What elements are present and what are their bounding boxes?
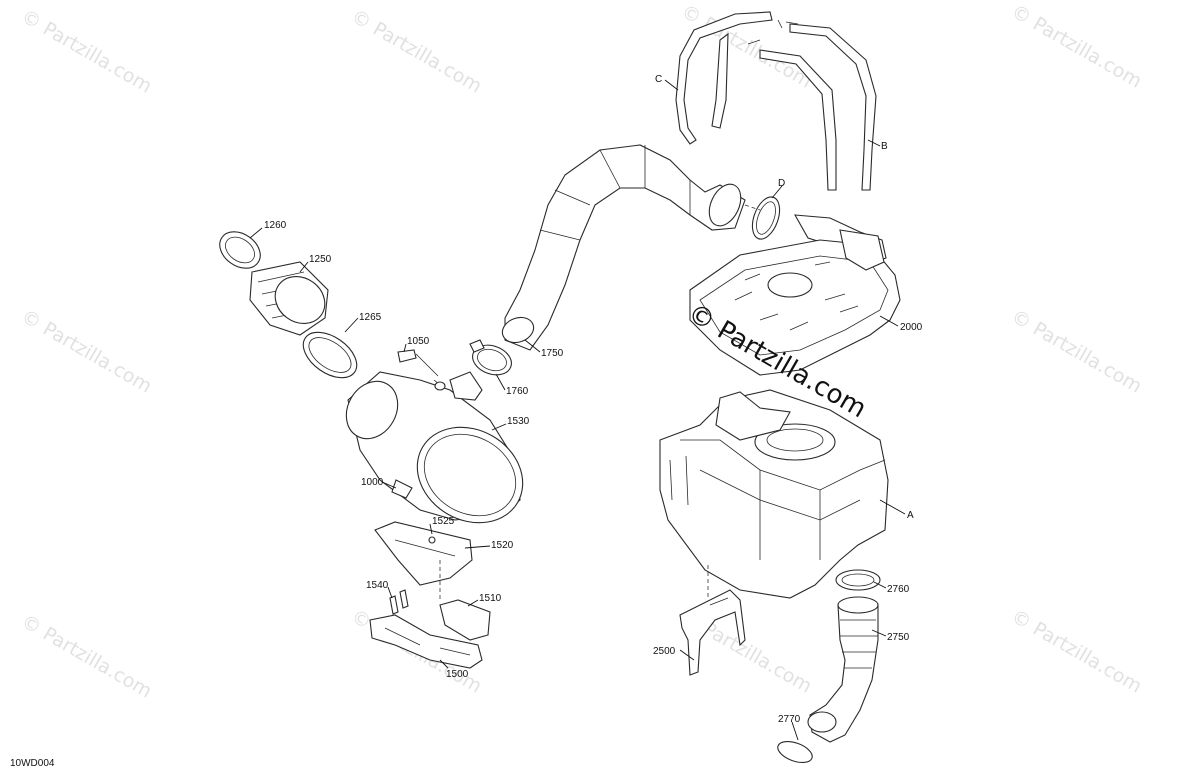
watermark: © Partzilla.com [1008,605,1146,697]
callout-2000: 2000 [900,322,923,333]
callout-1265: 1265 [359,312,382,323]
callout-1050: 1050 [407,336,430,347]
watermark: © Partzilla.com [18,305,156,397]
airbox-base-a [659,389,889,599]
callout-1510: 1510 [479,593,502,604]
watermark-layer: © Partzilla.com © Partzilla.com © Partzi… [18,0,1146,702]
callout-1750: 1750 [541,348,564,359]
intake-duct-1750 [501,144,746,351]
watermark: © Partzilla.com [18,610,156,702]
callout-2760: 2760 [887,584,910,595]
leader-lines [249,79,906,741]
bracket-2500 [679,589,746,676]
callout-1520: 1520 [491,540,514,551]
callout-2500: 2500 [653,646,676,657]
clamp-1760 [469,339,512,376]
callout-2750: 2750 [887,632,910,643]
callout-d: D [778,178,785,189]
watermark: © Partzilla.com [1008,305,1146,397]
callout-1250: 1250 [309,254,332,265]
watermark: © Partzilla.com [348,5,486,97]
callout-c: C [655,74,662,85]
callout-1540: 1540 [366,580,389,591]
callout-1000: 1000 [361,477,384,488]
callout-1260: 1260 [264,220,287,231]
filter-housing-1000 [345,371,524,524]
callout-1760: 1760 [506,386,529,397]
plate-1520 [374,521,473,586]
callout-2770: 2770 [778,714,801,725]
lower-duct-2750 [777,569,881,764]
callout-1500: 1500 [446,669,469,680]
watermark: © Partzilla.com [1008,0,1146,92]
airbox-lid-2000 [689,229,901,376]
callout-1530: 1530 [507,416,530,427]
assembly-lines [439,204,761,600]
callouts: 1260 1250 1265 1050 1750 1760 1530 1000 … [264,74,923,725]
watermark: © Partzilla.com [18,5,156,97]
straps [675,11,877,191]
sensor-1050 [397,349,446,391]
bracket-1510 [439,599,491,641]
intake-boot-1250 [219,231,358,379]
callout-b: B [881,141,888,152]
bracket-1500 [369,589,483,669]
callout-1525: 1525 [432,516,455,527]
diagram-id: 10WD004 [10,758,55,769]
callout-a: A [907,510,914,521]
